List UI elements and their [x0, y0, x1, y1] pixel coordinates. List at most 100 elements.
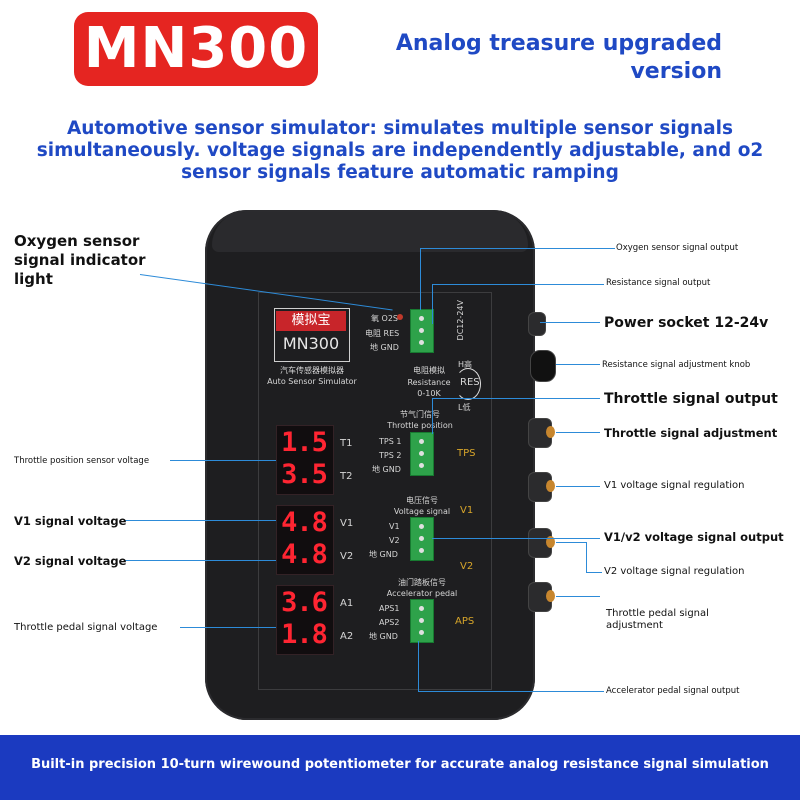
callout-line-pedal-adjust — [556, 596, 600, 597]
v-gnd-label: 地 GND — [369, 550, 398, 559]
callout-line-v1-regulation — [556, 486, 600, 487]
callout-line-res-output-h — [432, 284, 604, 285]
voltage-cn: 电压信号 — [406, 496, 438, 505]
resistance-cn: 电阻模拟 — [413, 366, 445, 375]
display-v2-label: V2 — [340, 551, 354, 562]
tps-gnd-label: 地 GND — [372, 465, 401, 474]
callout-line-throttle-output-v — [432, 398, 433, 434]
resistance-knob[interactable] — [530, 350, 556, 382]
logo-chinese: 模拟宝 — [276, 311, 346, 331]
voltage-display-panel — [276, 505, 334, 575]
throttle-display-panel — [276, 425, 334, 495]
v2-knob-cap — [546, 536, 555, 548]
aps-tag: APS — [455, 616, 475, 627]
callout-throttle-position-voltage: Throttle position sensor voltage — [14, 456, 150, 466]
callout-pedal-adjust: Throttle pedal signal adjustment — [606, 608, 709, 631]
callout-res-knob: Resistance signal adjustment knob — [602, 360, 751, 370]
callout-line-res-output-v — [432, 284, 433, 324]
display-t1-value: 1.5 — [281, 427, 328, 458]
aps2-label: APS2 — [379, 618, 400, 627]
res-label: 电阻 RES — [365, 329, 400, 338]
power-label: DC12-24V — [456, 300, 465, 341]
footer-text: Built-in precision 10-turn wirewound pot… — [31, 757, 769, 772]
throttle-terminal-block[interactable] — [410, 432, 434, 476]
display-v1-label: V1 — [340, 518, 354, 529]
display-a1-label: A1 — [340, 598, 354, 609]
callout-v2-regulation: V2 voltage signal regulation — [604, 566, 745, 577]
display-v2-value: 4.8 — [281, 539, 328, 570]
callout-line-v2-reg-h1 — [556, 542, 586, 543]
callout-line-v1v2-output — [432, 538, 600, 539]
display-t1-label: T1 — [340, 438, 353, 449]
o2s-label: 氧 O2S — [371, 314, 399, 323]
subtitle-line2: version — [630, 59, 722, 84]
callout-v1-voltage: V1 signal voltage — [14, 514, 127, 528]
callout-line-res-knob — [556, 364, 600, 365]
callout-line-v2-reg-h2 — [586, 572, 602, 573]
callout-resistance-output: Resistance signal output — [606, 278, 711, 288]
res-dial-arc — [455, 368, 481, 400]
callout-v1v2-output: V1/v2 voltage signal output — [604, 530, 784, 544]
resistance-range: 0-10K — [417, 389, 441, 398]
pedal-en: Accelerator pedal — [386, 589, 458, 598]
display-t2-value: 3.5 — [281, 459, 328, 490]
device-top-edge — [212, 212, 528, 252]
display-a2-value: 1.8 — [281, 619, 328, 650]
pedal-display-panel — [276, 585, 334, 655]
v1-knob-cap — [546, 480, 555, 492]
model-badge: MN300 — [74, 12, 318, 86]
callout-line-v2-voltage — [124, 560, 276, 561]
pedal-terminal-block[interactable] — [410, 599, 434, 643]
aps-gnd-label: 地 GND — [369, 632, 398, 641]
device-name-cn: 汽车传感器模拟器 — [280, 366, 344, 375]
device-faceplate — [258, 292, 492, 690]
res-low-label: L低 — [458, 403, 471, 412]
callout-oxygen-output: Oxygen sensor signal output — [616, 243, 739, 253]
res-high-label: H高 — [458, 360, 473, 369]
power-socket[interactable] — [528, 312, 546, 336]
callout-line-o2-output-v — [420, 248, 421, 310]
display-v1-value: 4.8 — [281, 507, 328, 538]
res-knob-label: RES — [460, 377, 480, 388]
throttle-knob-cap — [546, 426, 555, 438]
callout-line-o2-output-h — [420, 248, 615, 249]
callout-oxygen-light: Oxygen sensor signal indicator light — [14, 232, 146, 288]
subtitle-line1: Analog treasure upgraded — [395, 31, 722, 56]
gnd-label-top: 地 GND — [370, 343, 399, 352]
resistance-en: Resistance — [407, 378, 451, 387]
tps-tag: TPS — [457, 448, 476, 459]
tps2-label: TPS 2 — [379, 451, 402, 460]
logo-model: MN300 — [282, 334, 340, 353]
tps1-label: TPS 1 — [379, 437, 402, 446]
callout-line-pedal-output-h — [418, 691, 604, 692]
callout-line-v2-reg-v — [586, 542, 587, 572]
footer-bar — [0, 735, 800, 800]
voltage-en: Voltage signal — [393, 507, 451, 516]
callout-throttle-adjust: Throttle signal adjustment — [604, 426, 778, 440]
callout-power-socket: Power socket 12-24v — [604, 315, 769, 331]
product-description: Automotive sensor simulator: simulates m… — [36, 118, 764, 183]
display-t2-label: T2 — [340, 471, 353, 482]
callout-throttle-output: Throttle signal output — [604, 391, 778, 407]
callout-line-pedal-voltage — [180, 627, 276, 628]
top-terminal-block[interactable] — [410, 309, 434, 353]
callout-line-throttle-output-h — [432, 398, 600, 399]
callout-line-power — [540, 322, 600, 323]
v2-term-label: V2 — [389, 536, 400, 545]
voltage-terminal-block[interactable] — [410, 517, 434, 561]
o2s-indicator-light — [397, 314, 403, 320]
callout-v1-regulation: V1 voltage signal regulation — [604, 480, 745, 491]
v2-tag: V2 — [460, 561, 474, 572]
v1-term-label: V1 — [389, 522, 400, 531]
device-name-en: Auto Sensor Simulator — [267, 377, 357, 386]
callout-line-v1-voltage — [124, 520, 276, 521]
callout-pedal-voltage: Throttle pedal signal voltage — [14, 622, 158, 633]
aps1-label: APS1 — [379, 604, 400, 613]
logo-frame — [274, 308, 350, 362]
subtitle: Analog treasure upgraded version — [360, 30, 722, 86]
display-a1-value: 3.6 — [281, 587, 328, 618]
callout-pedal-output: Accelerator pedal signal output — [606, 686, 740, 696]
v1-tag: V1 — [460, 505, 474, 516]
callout-line-throttle-adjust — [556, 432, 600, 433]
pedal-cn: 油门踏板信号 — [398, 578, 446, 587]
